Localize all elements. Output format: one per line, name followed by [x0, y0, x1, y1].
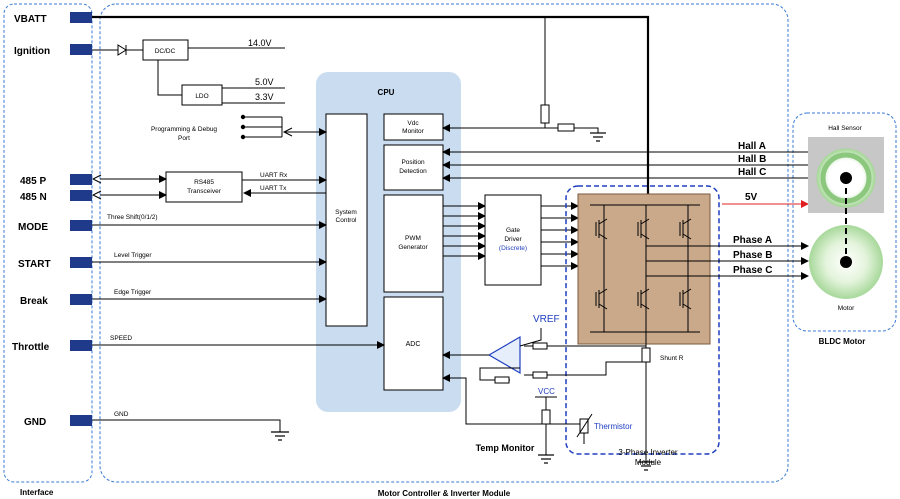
inverter-frame — [565, 185, 720, 455]
ldo-label: LDO — [195, 93, 208, 100]
port-mode: MODE — [18, 220, 92, 233]
port-label-start: START — [18, 259, 51, 270]
port-label-ignition: Ignition — [14, 46, 50, 57]
voltage-3v3: 3.3V — [255, 92, 274, 102]
port-break: Break — [20, 294, 92, 307]
port-gnd: GND — [24, 415, 92, 428]
three-shift-label: Three Shift(0/1/2) — [107, 214, 158, 221]
divider-resistor — [540, 104, 550, 124]
pwm-generator-box — [383, 194, 444, 293]
gate-driver-box — [484, 194, 542, 286]
hall-b-label: Hall B — [738, 154, 766, 165]
edge-trigger-label: Edge Trigger — [114, 289, 152, 296]
position-detection-label-2: Detection — [399, 168, 427, 175]
port-label-throttle: Throttle — [12, 342, 50, 353]
system-control-box — [325, 113, 368, 327]
interface-title: Interface — [20, 488, 54, 497]
adc-box — [383, 296, 444, 391]
supply-5v-label: 5V — [745, 192, 758, 203]
vcc-label: VCC — [538, 387, 555, 396]
gate-driver-label: Gate — [506, 227, 520, 234]
port-ignition: Ignition — [14, 44, 92, 57]
dcdc-box — [142, 39, 189, 61]
port-label-break: Break — [20, 296, 48, 307]
vdc-monitor-label-2: Monitor — [402, 128, 425, 135]
port-label-vbatt: VBATT — [14, 14, 47, 25]
port-throttle: Throttle — [12, 340, 92, 353]
uart-rx-label: UART Rx — [260, 172, 288, 179]
adc-label: ADC — [406, 341, 421, 348]
system-control-label-2: Control — [336, 217, 358, 224]
level-trigger-label: Level Trigger — [114, 252, 152, 259]
vdc-monitor-label: Vdc — [407, 120, 419, 127]
motor-label: Motor — [838, 305, 855, 312]
controller-frame — [99, 3, 789, 483]
vbatt-line — [92, 15, 650, 205]
port-label-485n: 485 N — [20, 192, 47, 203]
rs485-label-2: Transceiver — [187, 188, 222, 195]
port-vbatt: VBATT — [14, 12, 92, 25]
hall-a-label: Hall A — [738, 141, 766, 152]
system-control-label: System — [335, 209, 357, 216]
port-start: START — [18, 257, 92, 270]
shunt-label: Shunt R — [660, 355, 684, 362]
rs485-label: RS485 — [194, 179, 214, 186]
bldc-motor-title: BLDC Motor — [819, 337, 866, 346]
programming-debug-port: Programming & Debug Port — [151, 114, 327, 142]
controller-title: Motor Controller & Inverter Module — [378, 489, 511, 498]
port-label-mode: MODE — [18, 222, 48, 233]
interface-frame — [3, 3, 93, 483]
shunt-resistor — [641, 347, 651, 363]
diode-icon — [117, 44, 127, 56]
opamp-icon — [487, 335, 521, 375]
prog-debug-label-2: Port — [178, 135, 190, 142]
port-485p: 485 P — [20, 174, 92, 187]
uart-tx-label: UART Tx — [260, 185, 287, 192]
hall-c-label: Hall C — [738, 167, 766, 178]
phase-c-label: Phase C — [733, 265, 772, 276]
ldo-box — [181, 84, 223, 106]
dcdc-label: DC/DC — [155, 48, 176, 55]
rs485-box — [165, 171, 243, 203]
speed-label: SPEED — [110, 335, 132, 342]
pwm-generator-label-2: Generator — [398, 244, 428, 251]
position-detection-label: Position — [401, 159, 425, 166]
cpu-title: CPU — [378, 88, 395, 97]
gate-driver-label-2: Driver — [504, 236, 522, 243]
port-485n: 485 N — [20, 190, 92, 203]
vdc-monitor-box — [383, 113, 444, 141]
pwm-generator-label: PWM — [405, 235, 421, 242]
inverter-bridge — [577, 193, 711, 345]
thermistor-label: Thermistor — [594, 422, 633, 431]
phase-a-label: Phase A — [733, 235, 772, 246]
gnd-signal-label: GND — [114, 411, 129, 418]
prog-debug-label: Programming & Debug — [151, 126, 217, 133]
motor-frame — [792, 112, 897, 332]
voltage-14v: 14.0V — [248, 38, 272, 48]
temp-monitor-label: Temp Monitor — [476, 443, 535, 453]
port-label-gnd: GND — [24, 417, 46, 428]
igbt-switches — [595, 218, 692, 310]
position-detection-box — [383, 144, 444, 191]
inverter-title: 3-Phase Inverter — [618, 448, 677, 457]
hall-sensor-label: Hall Sensor — [828, 125, 862, 132]
phase-b-label: Phase B — [733, 250, 772, 261]
gate-driver-label-3: (Discrete) — [499, 245, 527, 252]
voltage-5v: 5.0V — [255, 77, 274, 87]
vref-label: VREF — [533, 314, 560, 325]
port-label-485p: 485 P — [20, 176, 46, 187]
